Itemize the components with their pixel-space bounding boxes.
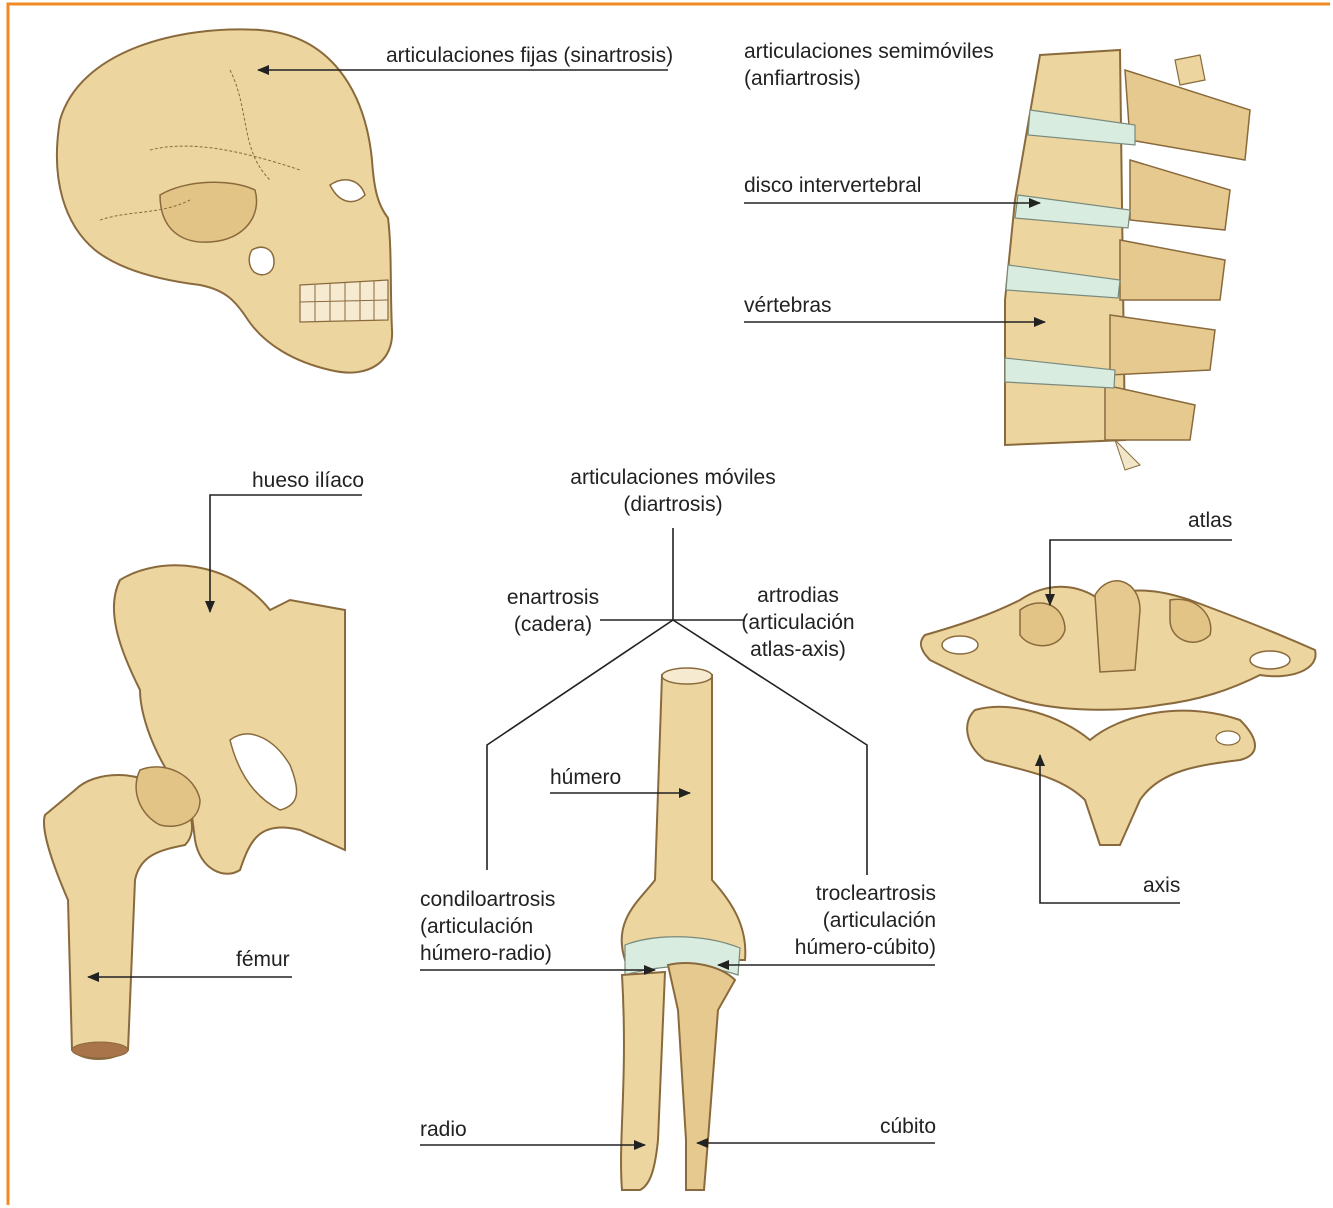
label-diartrosis-line1: articulaciones móviles — [548, 464, 798, 491]
label-iliac: hueso ilíaco — [252, 467, 364, 494]
label-trocleartrosis: trocleartrosis (articulación húmero-cúbi… — [776, 880, 936, 961]
label-axis: axis — [1143, 872, 1180, 899]
label-condiloartrosis-line1: condiloartrosis — [420, 886, 555, 913]
label-diartrosis-line2: (diartrosis) — [548, 491, 798, 518]
label-anfiartrosis-line1: articulaciones semimóviles — [744, 38, 994, 65]
label-humero: húmero — [550, 764, 621, 791]
label-condiloartrosis-line2: (articulación — [420, 913, 555, 940]
label-enartrosis: enartrosis (cadera) — [496, 584, 610, 638]
label-enartrosis-line1: enartrosis — [496, 584, 610, 611]
label-enartrosis-line2: (cadera) — [496, 611, 610, 638]
label-atlas: atlas — [1188, 507, 1232, 534]
spine-illustration — [1005, 50, 1250, 470]
label-artrodias: artrodias (articulación atlas-axis) — [732, 582, 864, 663]
hip-femur-illustration — [44, 565, 345, 1059]
label-anfiartrosis: articulaciones semimóviles (anfiartrosis… — [744, 38, 994, 92]
label-trocleartrosis-line3: húmero-cúbito) — [776, 934, 936, 961]
label-sinartrosis: articulaciones fijas (sinartrosis) — [386, 42, 673, 69]
label-diartrosis: articulaciones móviles (diartrosis) — [548, 464, 798, 518]
label-artrodias-line2: (articulación — [732, 609, 864, 636]
label-artrodias-line3: atlas-axis) — [732, 636, 864, 663]
skull-illustration — [57, 29, 392, 372]
label-condiloartrosis-line3: húmero-radio) — [420, 940, 555, 967]
label-artrodias-line1: artrodias — [732, 582, 864, 609]
label-radio: radio — [420, 1116, 467, 1143]
label-trocleartrosis-line1: trocleartrosis — [776, 880, 936, 907]
label-disc: disco intervertebral — [744, 172, 921, 199]
elbow-illustration — [621, 668, 745, 1190]
atlas-axis-illustration — [921, 581, 1316, 845]
label-trocleartrosis-line2: (articulación — [776, 907, 936, 934]
label-anfiartrosis-line2: (anfiartrosis) — [744, 65, 994, 92]
label-femur: fémur — [236, 946, 290, 973]
label-condiloartrosis: condiloartrosis (articulación húmero-rad… — [420, 886, 555, 967]
label-vertebrae: vértebras — [744, 292, 832, 319]
label-cubito: cúbito — [880, 1113, 936, 1140]
hub-condilo — [487, 620, 673, 870]
